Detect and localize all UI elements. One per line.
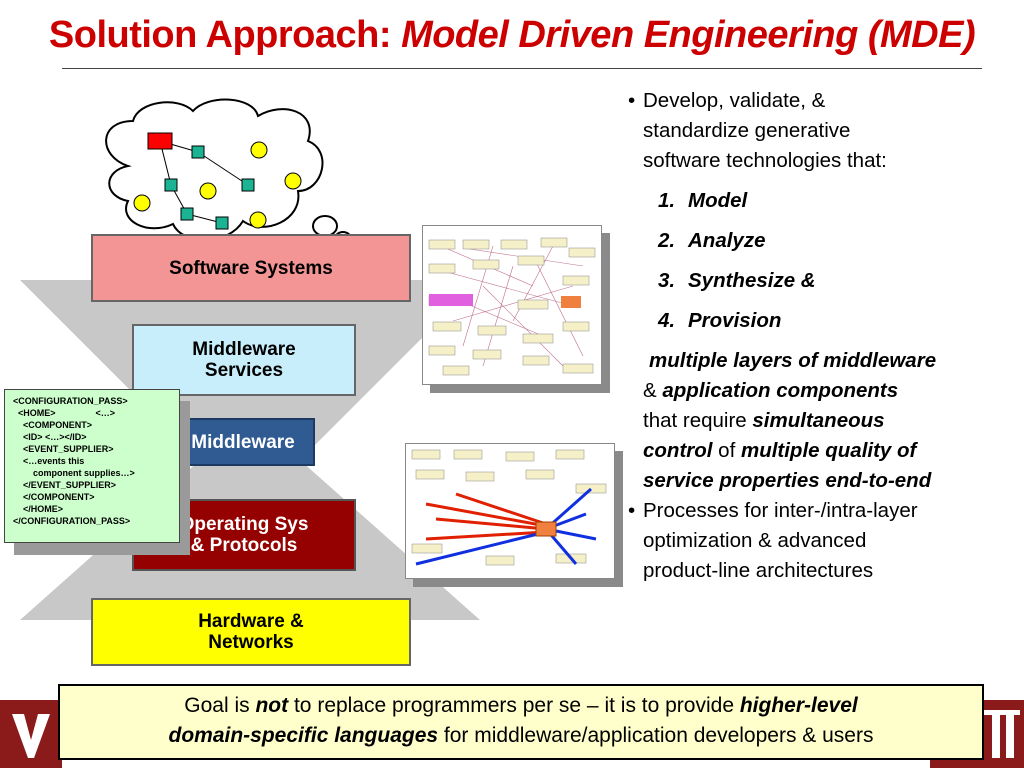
goal-statement-box: Goal is not to replace programmers per s… [58,684,984,760]
university-logo-icon [0,700,62,768]
hardware-networks-layer: Hardware &Networks [91,598,411,666]
step-provision: 4.Provision [658,309,782,332]
page-title: Solution Approach: Model Driven Engineer… [48,14,976,56]
title-divider [62,68,982,69]
bullet-icon: • [628,499,636,522]
step-model: 1.Model [658,189,748,212]
bullet-icon: • [628,89,636,112]
continuation-text: multiple layers of middleware & applicat… [643,349,937,492]
bullet-item-generative: • Develop, validate, & standardize gener… [628,86,1018,176]
step-analyze: 2.Analyze [658,229,766,252]
step-synthesize: 3.Synthesize & [658,269,816,292]
software-systems-layer: Software Systems [91,234,411,302]
model-graph-2 [411,449,607,566]
middleware-layer: Middleware [171,418,315,466]
bullet-list: • Develop, validate, & standardize gener… [628,86,1018,586]
model-graph-1 [428,237,596,376]
bullet-item-processes: • Processes for inter-/intra-layer optim… [628,496,1018,586]
model-screenshot-2 [405,443,615,579]
xml-config-snippet: <CONFIGURATION_PASS> <HOME> <…> <COMPONE… [4,389,180,543]
model-screenshot-1 [422,225,602,385]
software-cloud-diagram [105,98,359,252]
